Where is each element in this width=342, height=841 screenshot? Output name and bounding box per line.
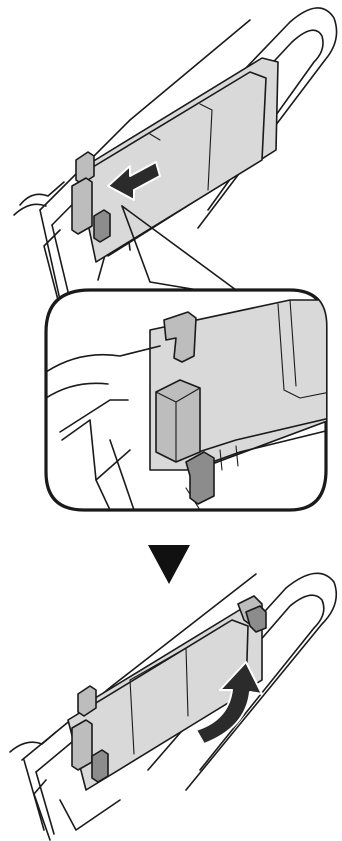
- closeup-callout: [46, 290, 330, 510]
- callout-pointer: [122, 206, 236, 290]
- down-triangle-icon: [148, 545, 190, 584]
